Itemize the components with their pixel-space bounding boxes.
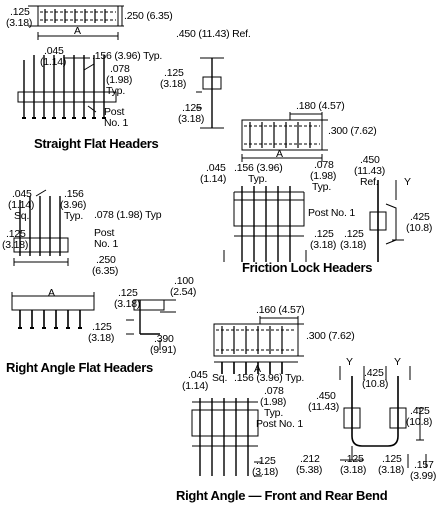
caption-right-angle-front-rear-bend: Right Angle — Front and Rear Bend: [176, 488, 388, 503]
fl-dim-114: (1.14): [200, 173, 227, 185]
rab-dim-198: (1.98): [260, 396, 287, 408]
rab-dim-212: .212: [300, 453, 320, 465]
raf-dim-635: (6.35): [92, 265, 119, 277]
right-angle-flat-header-drawing: [12, 190, 176, 350]
fl-dim-318a: (3.18): [310, 239, 337, 251]
raf-dim-125b: .125: [118, 287, 138, 299]
raf-dim-254: (2.54): [170, 286, 197, 298]
sfh-no1-label: No. 1: [104, 117, 129, 129]
rab-post-label: Post No. 1: [256, 418, 304, 430]
sfh-dim-250: .250 (6.35): [124, 10, 173, 22]
friction-lock-header-drawing: [224, 112, 404, 262]
fl-dim-1143: (11.43): [354, 165, 386, 177]
sfh-post-label: Post: [104, 106, 125, 118]
raf-dim-114: (1.14): [8, 199, 35, 211]
rab-dim-125a: .125: [256, 455, 276, 467]
fl-dim-typ2: Typ.: [312, 181, 332, 193]
sfh-dim-125-top: .125: [10, 6, 30, 18]
fl-dim-108: (10.8): [406, 222, 433, 234]
rab-dim-Y1: Y: [346, 356, 353, 368]
fl-dim-425: .425: [410, 211, 430, 223]
fl-post-label: Post No. 1: [308, 207, 356, 219]
raf-dim-125a: .125: [6, 228, 26, 240]
fl-dim-typ: Typ.: [248, 173, 268, 185]
sfh-dim-198: (1.98): [106, 74, 133, 86]
fl-dim-A: A: [276, 148, 283, 160]
rab-dim-Y2: Y: [394, 356, 401, 368]
sfh-dim-450: .450 (11.43) Ref.: [176, 28, 251, 40]
rab-dim-108b: (10.8): [406, 416, 433, 428]
rab-dim-045: .045: [188, 369, 208, 381]
raf-dim-991: (9.91): [150, 344, 177, 356]
sfh-dim-045: .045: [44, 45, 64, 57]
fl-dim-180: .180 (4.57): [296, 100, 345, 112]
rab-dim-114: (1.14): [182, 380, 209, 392]
raf-dim-typ: Typ.: [64, 210, 84, 222]
sfh-dim-318-low: (3.18): [178, 113, 205, 125]
sfh-dim-318-top: (3.18): [6, 17, 33, 29]
rab-dim-sq: Sq.: [212, 372, 228, 384]
raf-dim-A: A: [48, 287, 55, 299]
sfh-dim-318-mid: (3.18): [160, 78, 187, 90]
raf-dim-250: .250: [96, 254, 116, 266]
rab-dim-425b: .425: [410, 405, 430, 417]
fl-dim-156: .156 (3.96): [234, 162, 283, 174]
fl-dim-125a: .125: [314, 228, 334, 240]
straight-flat-header-drawing: [18, 6, 224, 128]
raf-no1-label: No. 1: [94, 238, 119, 250]
rab-dim-125c: .125: [382, 453, 402, 465]
fl-dim-078: .078: [314, 159, 334, 171]
sfh-dim-125-mid: .125: [164, 67, 184, 79]
raf-dim-sq: Sq.: [14, 210, 30, 222]
raf-dim-318b: (3.18): [114, 298, 141, 310]
rab-dim-318c: (3.18): [378, 464, 405, 476]
sfh-dim-125-low: .125: [182, 102, 202, 114]
rab-dim-300: .300 (7.62): [306, 330, 355, 342]
fl-dim-ref: Ref.: [360, 176, 379, 188]
rab-dim-125b: .125: [344, 453, 364, 465]
fl-dim-318b: (3.18): [340, 239, 367, 251]
rab-dim-156: .156 (3.96) Typ.: [234, 372, 305, 384]
sfh-dim-typ: Typ.: [106, 85, 126, 97]
caption-straight-flat-headers: Straight Flat Headers: [34, 136, 159, 151]
raf-dim-318c: (3.18): [88, 332, 115, 344]
rab-dim-538: (5.38): [296, 464, 323, 476]
caption-friction-lock-headers: Friction Lock Headers: [242, 260, 373, 275]
raf-dim-390: .390: [154, 333, 174, 345]
rab-dim-318a: (3.18): [252, 466, 279, 478]
raf-dim-078: .078 (1.98) Typ: [94, 209, 162, 221]
rab-dim-108a: (10.8): [362, 378, 389, 390]
raf-dim-318a: (3.18): [2, 239, 29, 251]
raf-dim-045: .045: [12, 188, 32, 200]
raf-dim-396: (3.96): [60, 199, 87, 211]
caption-right-angle-flat-headers: Right Angle Flat Headers: [6, 360, 153, 375]
fl-dim-125b: .125: [344, 228, 364, 240]
raf-dim-125c: .125: [92, 321, 112, 333]
rab-dim-1143: (11.43): [308, 401, 340, 413]
raf-dim-156: .156: [64, 188, 84, 200]
rab-dim-318b: (3.18): [340, 464, 367, 476]
fl-dim-Y: Y: [404, 176, 411, 188]
fl-dim-300: .300 (7.62): [328, 125, 377, 137]
raf-post-label: Post: [94, 227, 115, 239]
fl-dim-450: .450: [360, 154, 380, 166]
rab-dim-160: .160 (4.57): [256, 304, 305, 316]
rab-dim-078: .078: [264, 385, 284, 397]
fl-dim-198: (1.98): [310, 170, 337, 182]
raf-dim-100: .100: [174, 275, 194, 287]
rab-dim-425a: .425: [364, 367, 384, 379]
sfh-dim-078: .078: [110, 63, 130, 75]
rab-dim-157: .157: [414, 459, 434, 471]
fl-dim-045: .045: [206, 162, 226, 174]
rab-dim-399: (3.99): [410, 470, 437, 482]
sfh-dim-156: .156 (3.96) Typ.: [92, 50, 163, 62]
rab-dim-450: .450: [316, 390, 336, 402]
sfh-dim-A: A: [74, 25, 81, 37]
rab-dim-typ: Typ.: [264, 407, 284, 419]
sfh-dim-114: (1.14): [40, 56, 67, 68]
right-angle-bend-header-drawing: [192, 316, 426, 476]
rab-dim-A: A: [254, 363, 261, 375]
